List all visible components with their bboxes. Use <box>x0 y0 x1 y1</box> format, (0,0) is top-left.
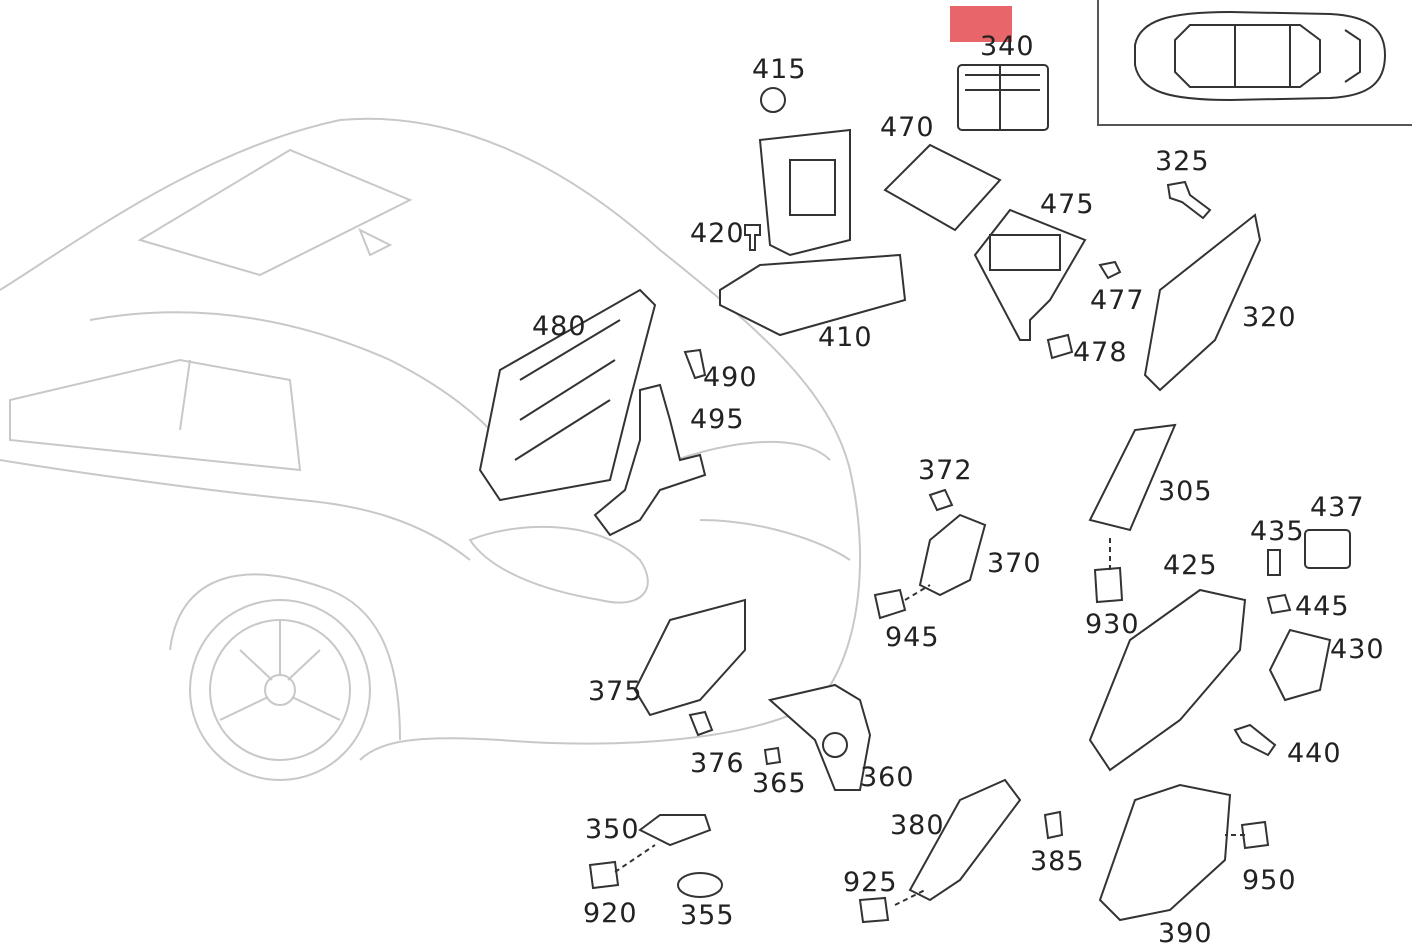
label-445: 445 <box>1295 591 1350 622</box>
label-380: 380 <box>890 810 945 841</box>
part-350 <box>638 814 712 847</box>
label-425: 425 <box>1163 550 1218 581</box>
part-480 <box>478 288 657 502</box>
label-385: 385 <box>1030 846 1085 877</box>
label-376: 376 <box>690 748 745 779</box>
part-385 <box>1043 810 1064 840</box>
part-470 <box>883 143 1002 232</box>
part-950 <box>1240 820 1270 850</box>
label-410: 410 <box>818 322 873 353</box>
label-477: 477 <box>1090 285 1145 316</box>
label-415: 415 <box>752 54 807 85</box>
inset-frame <box>1097 0 1412 126</box>
part-375 <box>633 598 746 717</box>
label-480: 480 <box>532 311 587 342</box>
part-490 <box>683 348 707 380</box>
label-365: 365 <box>752 768 807 799</box>
part-372 <box>928 488 954 512</box>
part-365 <box>763 746 782 766</box>
part-420 <box>744 224 761 251</box>
part-477 <box>1098 260 1122 280</box>
label-435: 435 <box>1250 516 1305 547</box>
label-390: 390 <box>1158 918 1213 949</box>
part-478 <box>1046 333 1074 360</box>
part-340 <box>957 64 1049 131</box>
label-437: 437 <box>1310 492 1365 523</box>
label-375: 375 <box>588 676 643 707</box>
label-325: 325 <box>1155 146 1210 177</box>
vehicle-ghost-outline <box>0 117 861 781</box>
part-437 <box>1304 529 1351 569</box>
part-380 <box>908 778 1022 902</box>
part-390 <box>1098 783 1232 922</box>
part-920 <box>588 860 620 890</box>
label-350: 350 <box>585 814 640 845</box>
part-320 <box>1143 213 1262 392</box>
label-478: 478 <box>1073 337 1128 368</box>
part-410-bracket <box>758 128 851 257</box>
part-410 <box>719 253 907 337</box>
part-445 <box>1266 593 1292 615</box>
label-370: 370 <box>987 548 1042 579</box>
label-495: 495 <box>690 404 745 435</box>
label-340: 340 <box>980 31 1035 62</box>
label-470: 470 <box>880 112 935 143</box>
label-360: 360 <box>860 762 915 793</box>
part-925 <box>858 896 890 924</box>
part-355 <box>677 872 723 898</box>
label-925: 925 <box>843 867 898 898</box>
label-320: 320 <box>1242 302 1297 333</box>
part-370 <box>918 513 987 597</box>
label-950: 950 <box>1242 865 1297 896</box>
part-945 <box>873 588 907 620</box>
label-945: 945 <box>885 622 940 653</box>
label-930: 930 <box>1085 609 1140 640</box>
label-440: 440 <box>1287 738 1342 769</box>
red-highlight-box <box>950 6 1012 42</box>
car-top-view-icon <box>1134 10 1387 102</box>
label-305: 305 <box>1158 476 1213 507</box>
part-360 <box>767 683 872 791</box>
part-325 <box>1166 180 1212 220</box>
label-430: 430 <box>1330 634 1385 665</box>
label-475: 475 <box>1040 189 1095 220</box>
part-425 <box>1088 588 1247 772</box>
part-440 <box>1233 723 1277 757</box>
label-355: 355 <box>680 900 735 931</box>
label-420: 420 <box>690 218 745 249</box>
part-305 <box>1088 423 1177 532</box>
part-415 <box>760 87 786 113</box>
label-920: 920 <box>583 898 638 929</box>
label-372: 372 <box>918 455 973 486</box>
part-930 <box>1093 566 1124 604</box>
part-495 <box>593 383 707 537</box>
part-435 <box>1267 549 1281 576</box>
parts-drawings <box>478 64 1351 924</box>
part-475 <box>973 208 1087 341</box>
part-376 <box>688 710 714 737</box>
part-430 <box>1268 628 1332 702</box>
label-490: 490 <box>703 362 758 393</box>
